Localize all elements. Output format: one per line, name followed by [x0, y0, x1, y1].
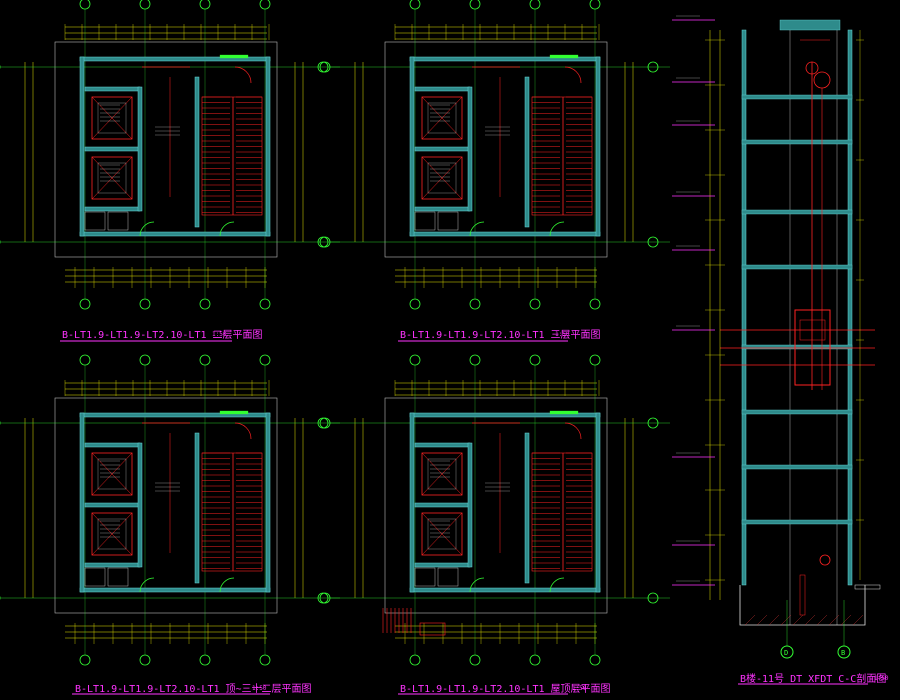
elevator-section	[672, 15, 881, 646]
plan-roof-title: B-LT1.9-LT1.9-LT2.10-LT1 屋顶层平面图	[400, 683, 611, 695]
plan-3rd-title: B-LT1.9-LT1.9-LT2.10-LT1 三层平面图	[400, 329, 601, 341]
section-grid-letter-1: D	[784, 649, 788, 657]
section-scale: 1:50	[874, 675, 889, 682]
floor-plan-3rd	[319, 0, 670, 310]
section-grid-letter-2: B	[841, 649, 845, 657]
section-title: B楼-11号 DT XFDT C-C剖面图	[740, 672, 886, 685]
plan-2nd-scale: 1:50	[212, 331, 227, 338]
floor-plan-2nd	[0, 0, 340, 310]
plan-3rd-scale: 1:50	[555, 331, 570, 338]
plan-2nd-title: B-LT1.9-LT1.9-LT2.10-LT1 二层平面图	[62, 329, 263, 341]
plan-roof-scale: 1:50	[572, 685, 587, 692]
floor-plans	[0, 0, 670, 666]
plan-32nd-title: B-LT1.9-LT1.9-LT2.10-LT1 顶~三十二层平面图	[75, 682, 312, 695]
floor-plan-roof	[319, 354, 670, 666]
plan-32nd-scale: 1:50	[252, 685, 267, 692]
floor-plan-32nd	[0, 354, 340, 666]
